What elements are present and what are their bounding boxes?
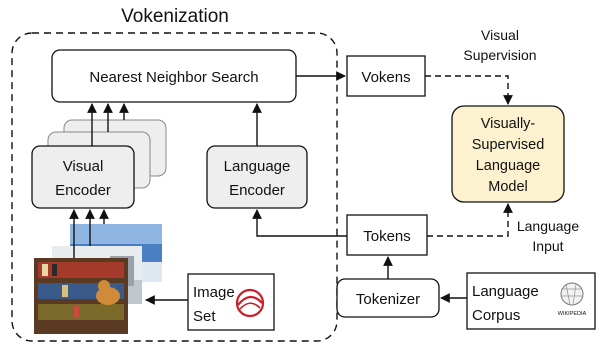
tokens-box	[346, 214, 428, 256]
language-corpus-label-line1: Language	[472, 283, 539, 300]
wikipedia-globe-logo-icon: WIKIPEDIA	[558, 282, 587, 317]
visual-encoder-label-line2: Encoder	[55, 182, 111, 199]
visual-supervision-label-line1: Visual	[481, 27, 519, 43]
language-input-label-line2: Input	[532, 238, 563, 254]
visual-encoder-box	[31, 145, 135, 209]
image-collage	[34, 224, 162, 334]
visual-encoder-label-line1: Visual	[63, 158, 104, 175]
vslm-label-line1: Visually-	[481, 116, 536, 132]
language-corpus-label-line2: Corpus	[472, 307, 520, 324]
image-set-label-line2: Set	[193, 308, 216, 325]
vslm-label-line4: Model	[488, 179, 528, 195]
image-set-label-line1: Image	[193, 284, 235, 301]
arrow-tokens-to-vslm	[427, 203, 513, 237]
circled-eye-logo-icon	[235, 288, 265, 318]
tokens-label: Tokens	[363, 228, 411, 245]
nearest-neighbor-search-label: Nearest Neighbor Search	[89, 69, 258, 86]
arrow-tokens-to-language-encoder	[252, 209, 347, 237]
diagram-title: Vokenization	[121, 6, 229, 27]
vslm-box	[451, 105, 565, 203]
language-encoder-label-line2: Encoder	[229, 182, 285, 199]
visual-supervision-label-line2: Supervision	[463, 47, 536, 63]
language-input-label-line1: Language	[517, 218, 580, 234]
connectors	[69, 71, 513, 305]
arrow-vokens-to-vslm	[425, 75, 513, 105]
language-encoder-label-line1: Language	[224, 158, 291, 175]
vslm-label-line2: Supervised	[472, 137, 545, 153]
wikipedia-wordmark: WIKIPEDIA	[558, 311, 587, 317]
tokenizer-label: Tokenizer	[356, 291, 420, 308]
vokens-label: Vokens	[361, 69, 410, 86]
vslm-label-line3: Language	[476, 158, 541, 174]
vokenization-region	[11, 32, 338, 342]
